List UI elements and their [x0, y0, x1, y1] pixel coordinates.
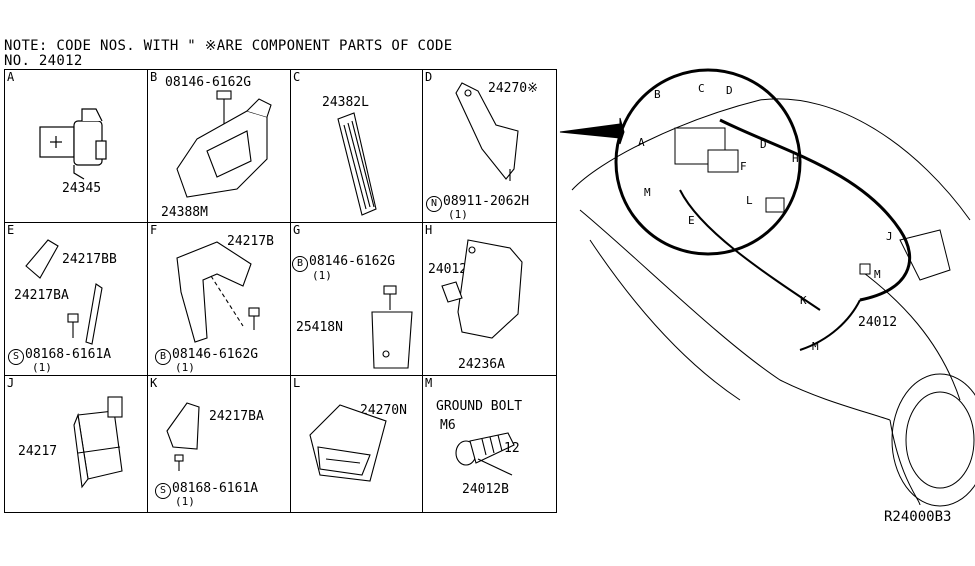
cell-m-letter: M — [425, 376, 433, 390]
clip-bracket-icon — [455, 82, 519, 181]
label-24012b: 24012B — [462, 482, 509, 497]
label-24236a: 24236A — [458, 357, 505, 372]
cell-c: C 24382L — [290, 69, 422, 222]
protector-icon — [337, 112, 377, 216]
cell-l-letter: L — [293, 376, 301, 390]
callout-k: K — [800, 294, 807, 307]
cell-k-letter: K — [150, 376, 158, 390]
label-08911-2062h-text: 08911-2062H — [443, 194, 530, 209]
label-m6: M6 — [440, 418, 456, 433]
cell-b: B 08146-6162G 24388M — [147, 69, 290, 222]
callout-d2: D — [760, 138, 767, 151]
cell-c-letter: C — [293, 70, 301, 84]
label-24217: 24217 — [18, 444, 58, 459]
label-24217b: 24217B — [227, 234, 274, 249]
cell-j: J 24217 — [4, 375, 147, 512]
cell-l: L 24270N — [290, 375, 422, 512]
s-symbol-icon: S — [155, 483, 171, 499]
bracket-h-icon — [441, 239, 523, 339]
note-line-1: NOTE: CODE NOS. WITH " ※ARE COMPONENT PA… — [4, 38, 453, 54]
cell-f-letter: F — [150, 223, 158, 237]
detail-circle — [614, 68, 802, 256]
label-08168-6161a-k-text: 08168-6161A — [172, 481, 259, 496]
label-12: 12 — [504, 441, 520, 456]
label-08146-6162g-f-text: 08146-6162G — [172, 347, 259, 362]
n-symbol-icon: N — [426, 196, 442, 212]
label-24270n: 24270N — [360, 403, 407, 418]
callout-f: F — [740, 160, 747, 173]
callout-e: E — [688, 214, 695, 227]
callout-b: B — [654, 88, 661, 101]
cell-b-letter: B — [150, 70, 158, 84]
callout-j: J — [886, 230, 893, 243]
reference-code: R24000B3 — [884, 509, 952, 525]
cell-d-letter: D — [425, 70, 433, 84]
label-08146-6162g-g-text: 08146-6162G — [309, 254, 396, 269]
b-symbol-icon: B — [292, 256, 308, 272]
label-24388m: 24388M — [161, 205, 208, 220]
label-24217ba: 24217BA — [14, 288, 69, 303]
relay-connector-icon — [39, 108, 107, 180]
cell-m: M GROUND BOLT M6 12 24012B — [422, 375, 556, 512]
label-24382l: 24382L — [322, 95, 369, 110]
label-ground-bolt: GROUND BOLT — [436, 399, 523, 414]
label-08168-6161a-text: 08168-6161A — [25, 347, 112, 362]
b-symbol-icon: B — [155, 349, 171, 365]
cell-g-letter: G — [293, 223, 301, 237]
note-line-2: NO. 24012 — [4, 53, 83, 69]
label-24012: 24012 — [858, 315, 897, 330]
ground-bolt-icon — [455, 432, 515, 476]
cover-l-icon — [309, 404, 387, 482]
engine-room-harness-diagram: A B C D D F H L E M J M K M 24012 — [559, 68, 975, 507]
callout-c: C — [698, 82, 705, 95]
callout-m3: M — [812, 340, 819, 353]
s-symbol-icon: S — [8, 349, 24, 365]
callout-m2: M — [874, 268, 881, 281]
label-24270: 24270※ — [488, 81, 539, 96]
label-25418n: 25418N — [296, 320, 343, 335]
bracket-f-icon — [176, 241, 260, 343]
label-qty-f: (1) — [175, 361, 195, 374]
bracket-icon — [176, 90, 272, 198]
label-qty-e: (1) — [32, 361, 52, 374]
label-qty-d: (1) — [448, 208, 468, 221]
plate-g-icon — [371, 285, 413, 369]
cell-h: H 24012C 24236A — [422, 222, 556, 375]
bracket-e-icon — [25, 239, 103, 345]
label-24345: 24345 — [62, 181, 102, 196]
callout-h: H — [792, 152, 799, 165]
label-24217bb: 24217BB — [62, 252, 117, 267]
cell-j-letter: J — [7, 376, 15, 390]
label-qty-g: (1) — [312, 269, 332, 282]
relay-j-icon — [73, 396, 123, 489]
bracket-k-icon — [166, 402, 200, 471]
callout-a: A — [638, 136, 645, 149]
cell-a-letter: A — [7, 70, 15, 84]
cell-e-letter: E — [7, 223, 15, 237]
cell-a: A 24345 — [4, 69, 147, 222]
callout-m: M — [644, 186, 651, 199]
label-24217ba-k: 24217BA — [209, 409, 264, 424]
label-08146-6162g: 08146-6162G — [165, 75, 252, 90]
callout-l: L — [746, 194, 753, 207]
pointer-arrow-icon — [559, 117, 625, 145]
cell-h-letter: H — [425, 223, 433, 237]
label-qty-k: (1) — [175, 495, 195, 508]
callout-d: D — [726, 84, 733, 97]
